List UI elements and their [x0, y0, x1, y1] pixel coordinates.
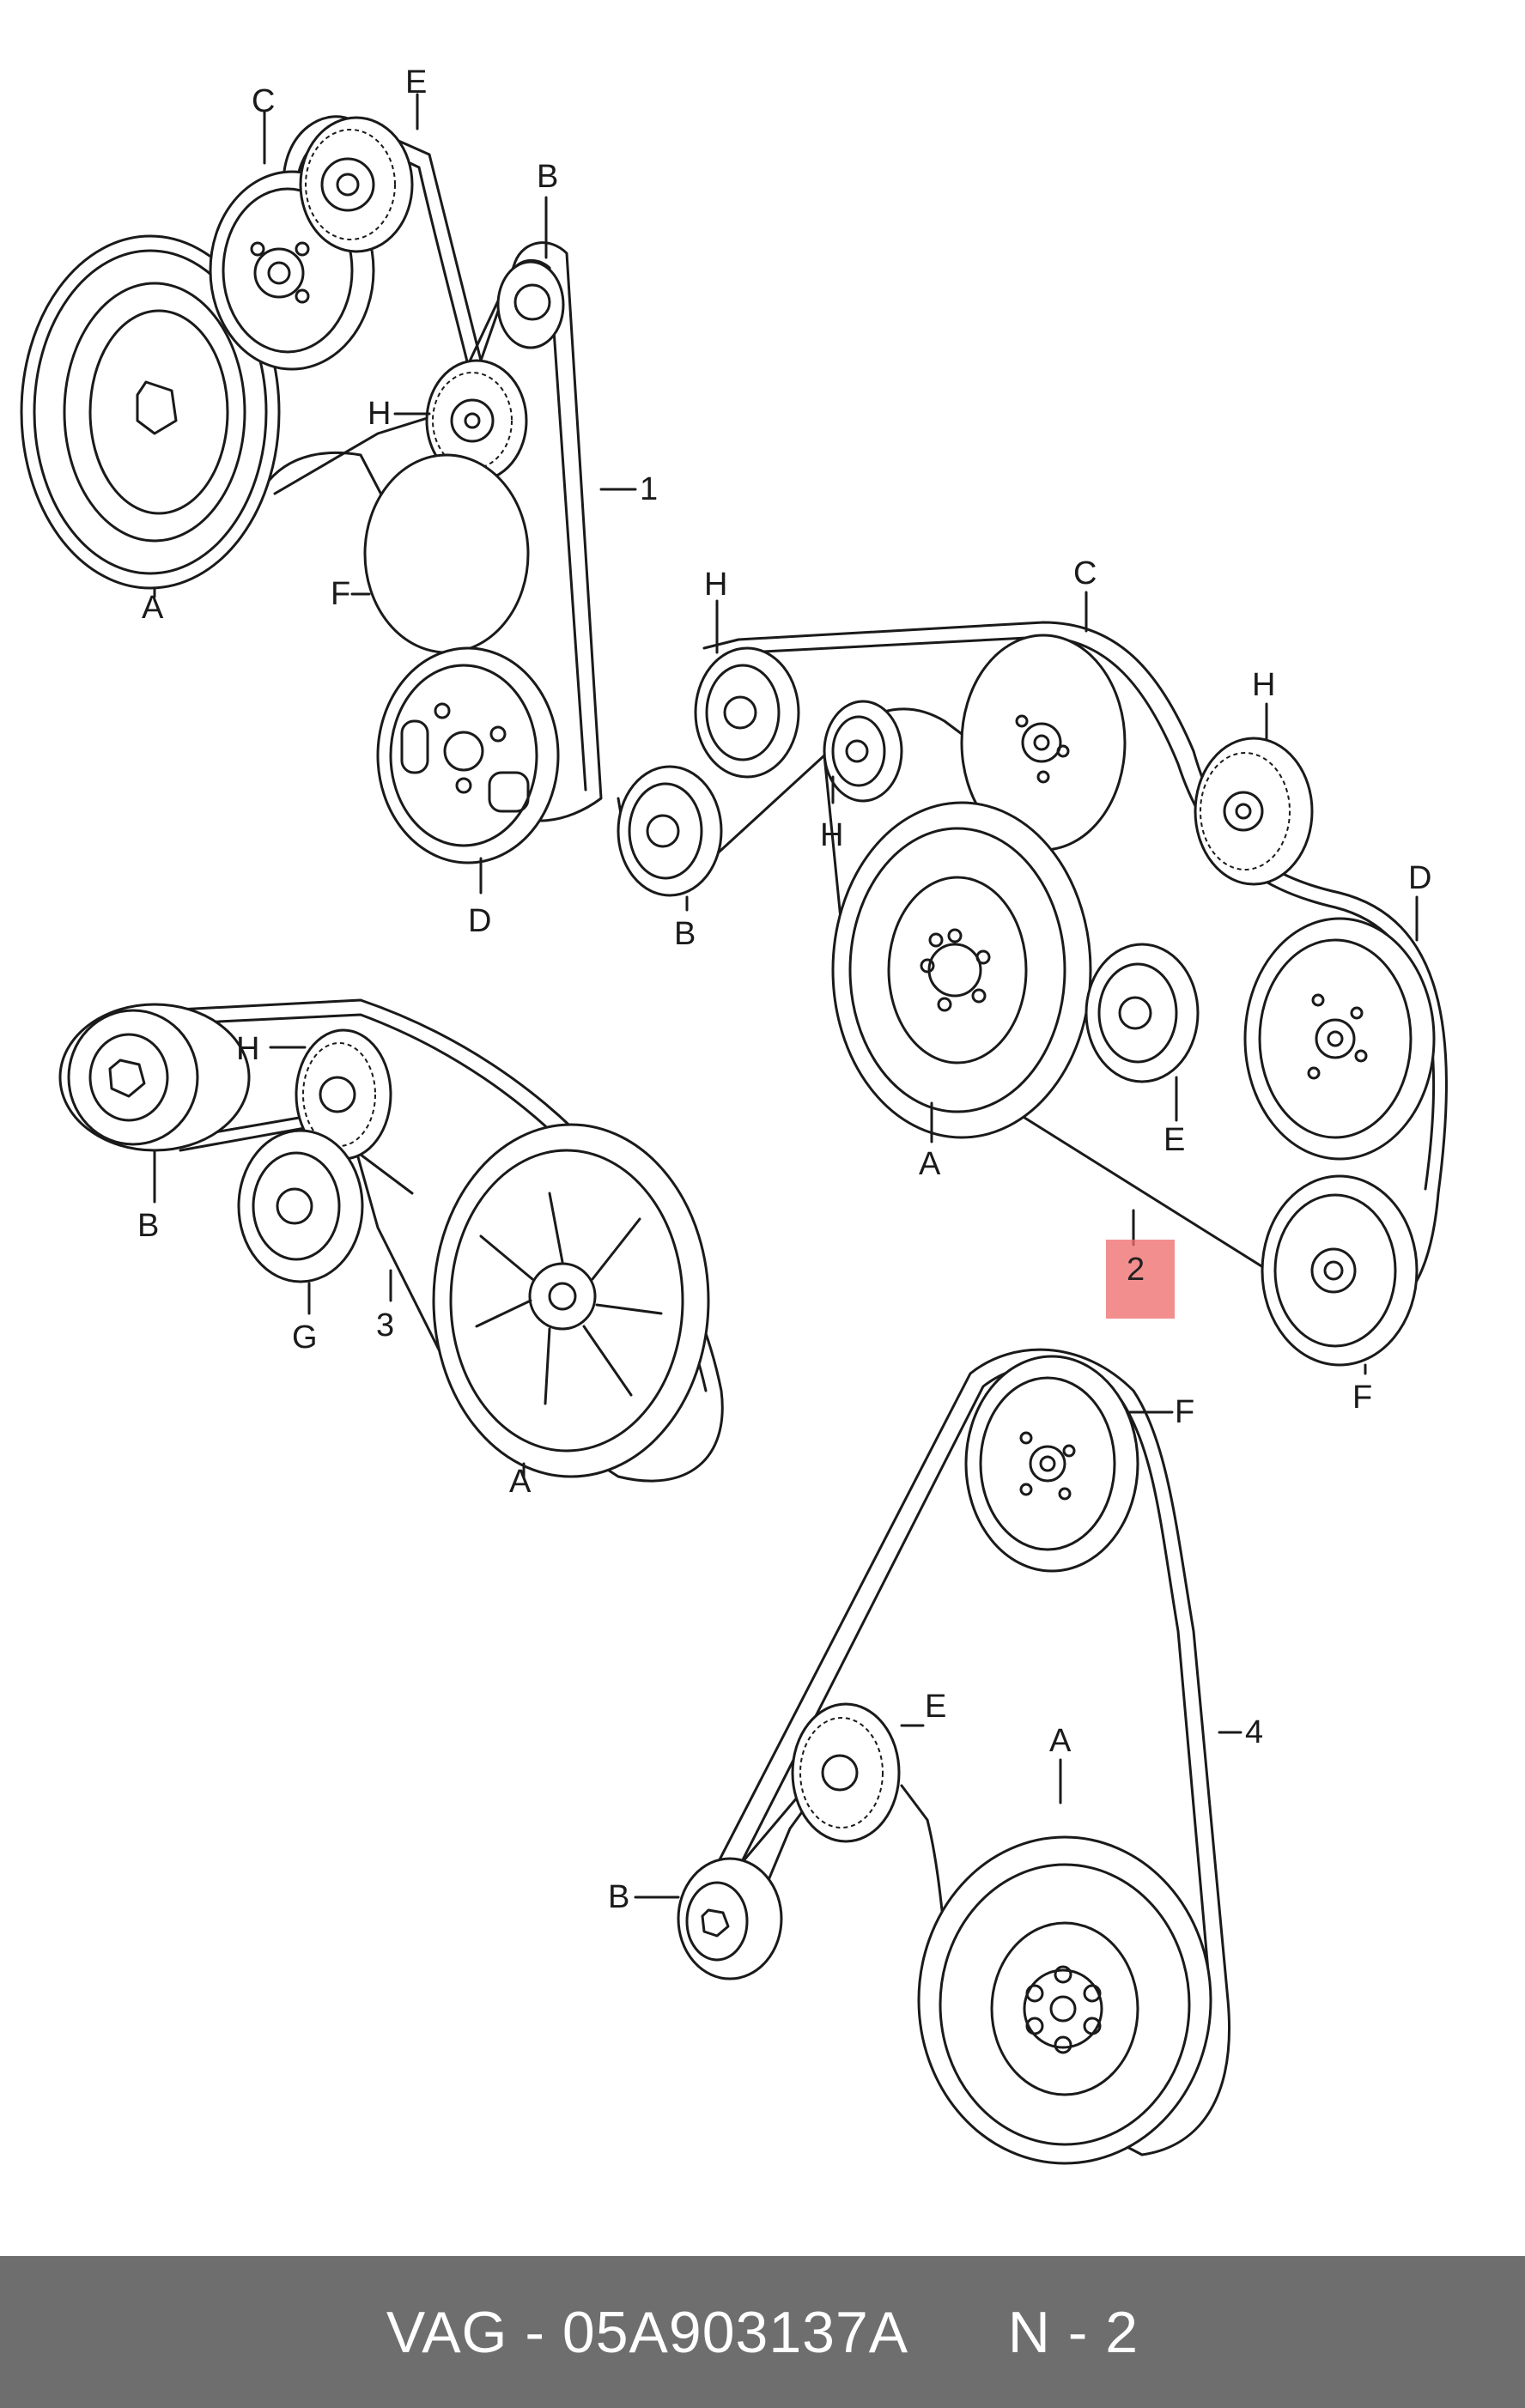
footer-part-number: VAG - 05A903137A N - 2	[386, 2299, 1139, 2366]
label-b-3: B	[137, 1208, 159, 1244]
pulley-h-2a	[694, 646, 800, 779]
pulley-f-1	[363, 453, 530, 654]
label-a-3: A	[509, 1464, 532, 1500]
label-b-1: B	[537, 159, 558, 195]
pulley-h-2b	[823, 700, 903, 803]
label-c-2: C	[1073, 555, 1097, 591]
pulley-e-2	[1085, 943, 1200, 1083]
pulley-b-3	[58, 1003, 251, 1152]
label-f-4: F	[1175, 1394, 1194, 1430]
footer-page-text: N - 2	[1007, 2299, 1139, 2365]
label-f-1: F	[331, 576, 350, 612]
assembly-belt-4	[634, 1348, 1242, 2165]
pulley-f-4	[964, 1355, 1139, 1573]
pulley-b-1	[496, 260, 565, 349]
label-d-2: D	[1408, 860, 1431, 896]
label-a-1: A	[142, 590, 164, 626]
label-g-3: G	[292, 1319, 318, 1356]
pulley-d-1	[376, 646, 560, 864]
belt-drive-diagram: A C E B H 1 F D	[20, 64, 1448, 2165]
pulley-g-3	[237, 1129, 364, 1283]
label-h-2b: H	[820, 817, 843, 853]
label-b-4: B	[608, 1879, 629, 1915]
label-e-4: E	[925, 1689, 946, 1725]
label-e-1: E	[405, 64, 427, 100]
footer-bar: VAG - 05A903137A N - 2	[0, 2256, 1525, 2408]
pulley-f-2	[1261, 1174, 1419, 1367]
assembly-belt-3	[58, 998, 724, 1483]
assembly-belt-2	[617, 591, 1448, 1375]
label-a-2: A	[919, 1146, 941, 1182]
pulley-a-4	[917, 1835, 1212, 2165]
label-h-3: H	[236, 1031, 259, 1067]
pulley-b-4	[677, 1857, 783, 1980]
callout-belt-1: 1	[640, 471, 658, 507]
highlight-callout-2	[1106, 1240, 1175, 1319]
label-e-2: E	[1163, 1122, 1185, 1158]
pulley-a-3	[432, 1123, 710, 1478]
label-h-2c: H	[1252, 667, 1275, 703]
callout-belt-2: 2	[1127, 1252, 1145, 1288]
footer-part-text: VAG - 05A903137A	[386, 2299, 906, 2365]
label-f-2: F	[1352, 1380, 1372, 1416]
label-h-2a: H	[704, 567, 727, 603]
label-h-1: H	[368, 396, 391, 432]
label-c-1: C	[252, 83, 275, 119]
pulley-a-1	[20, 234, 281, 590]
pulley-b-2	[617, 765, 723, 897]
callout-belt-4: 4	[1245, 1714, 1263, 1750]
pulley-a-2	[831, 801, 1092, 1139]
assembly-belt-1	[20, 93, 637, 895]
label-a-4: A	[1049, 1723, 1072, 1759]
callout-belt-3: 3	[376, 1307, 394, 1344]
pulley-d-2	[1243, 917, 1436, 1161]
label-b-2: B	[674, 916, 696, 952]
label-d-1: D	[468, 903, 491, 939]
